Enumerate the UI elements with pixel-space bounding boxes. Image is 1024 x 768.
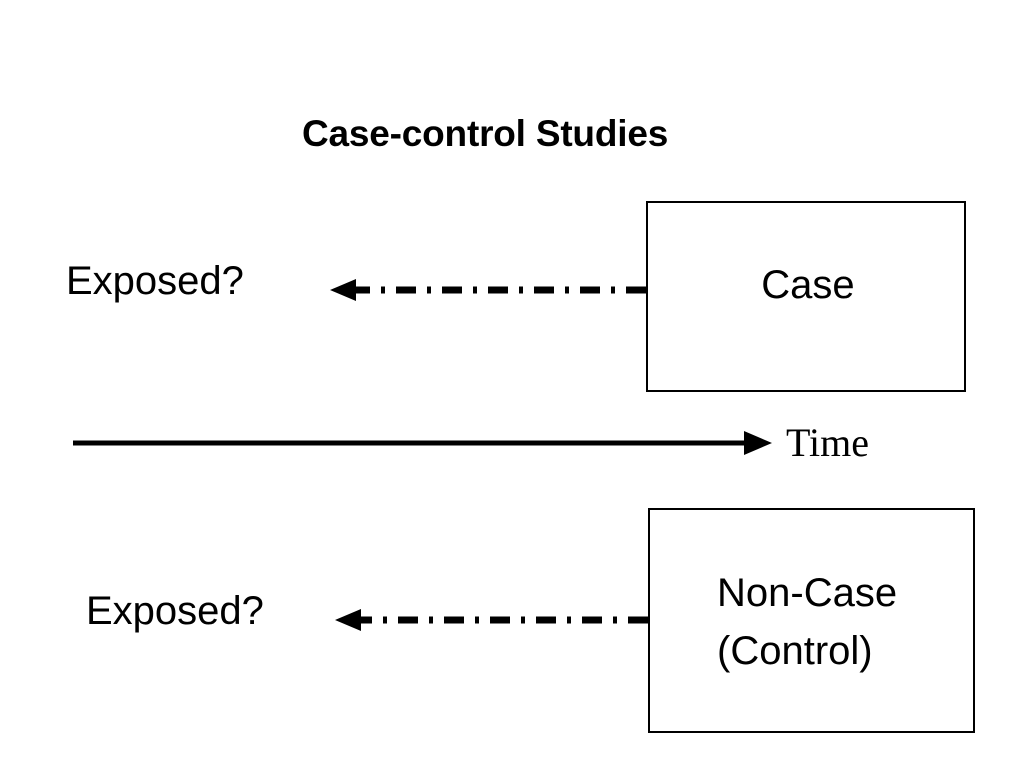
solid-arrow-right-icon <box>73 431 772 455</box>
exposed-question-label-case: Exposed? <box>66 259 244 303</box>
time-axis-label: Time <box>786 420 870 465</box>
control-node-label: Non-Case (Control) <box>717 571 898 673</box>
control-node-box: Non-Case (Control) <box>648 508 975 733</box>
case-node-box: Case <box>646 201 966 392</box>
dash-dot-arrow-left-icon-bottom <box>335 609 648 631</box>
exposed-question-label-control: Exposed? <box>86 589 264 633</box>
case-node-label: Case <box>761 263 855 307</box>
page-title: Case-control Studies <box>302 113 669 154</box>
dash-dot-arrow-left-icon-top <box>330 279 646 301</box>
